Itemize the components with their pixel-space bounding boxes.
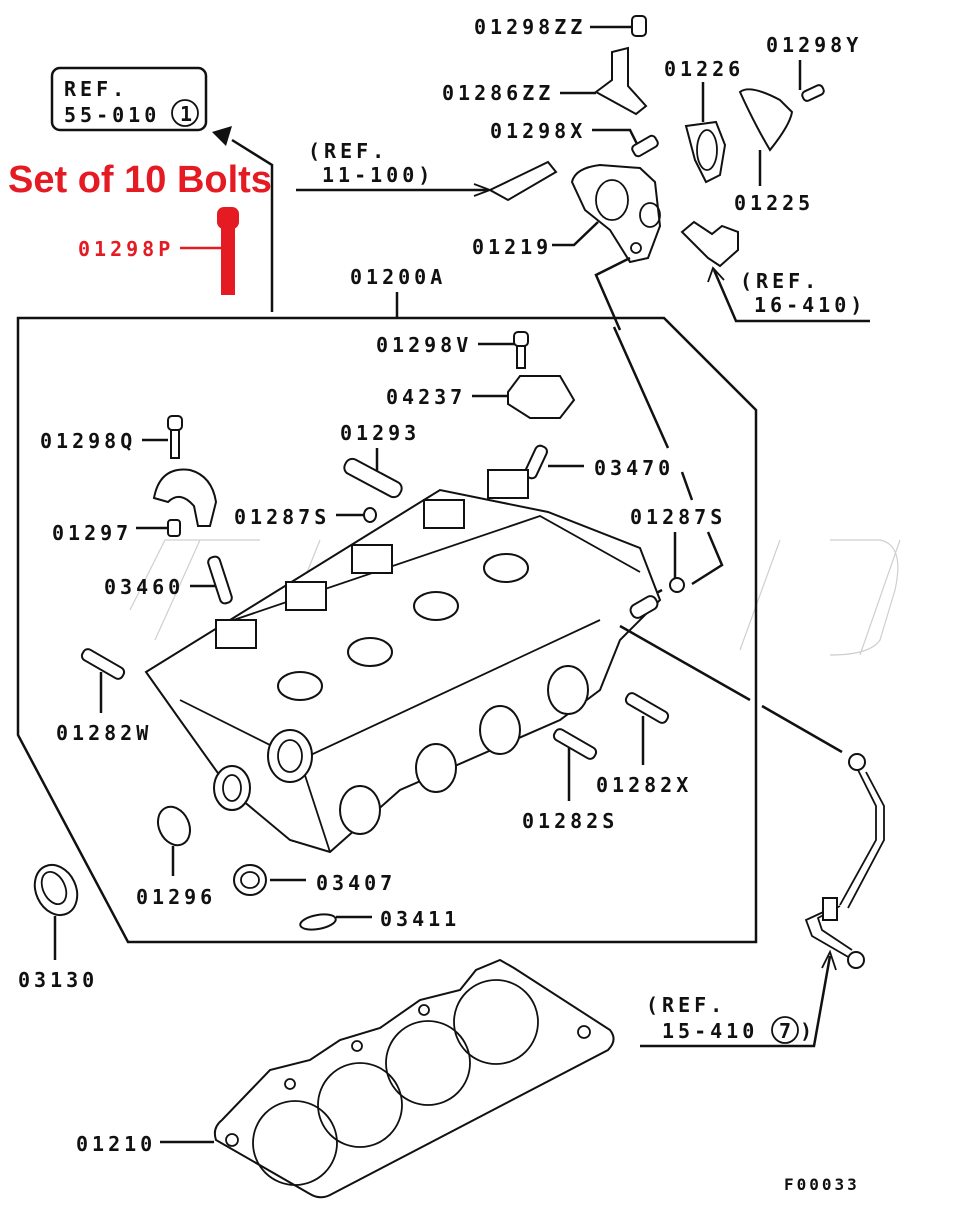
part-label-01226[interactable]: 01226 <box>664 57 744 81</box>
ref-15-410-circled: 7 <box>779 1019 791 1043</box>
bolt-head-icon <box>217 207 239 229</box>
part-label-01282S[interactable]: 01282S <box>522 809 618 833</box>
ref-11-100-line1: (REF. <box>308 139 388 163</box>
ref-16-410-line2: 16-410) <box>754 293 866 317</box>
part-label-03460[interactable]: 03460 <box>104 575 184 599</box>
figure-code: F00033 <box>784 1175 860 1194</box>
part-label-01282X[interactable]: 01282X <box>596 773 692 797</box>
bolt-icon <box>167 415 183 431</box>
part-label-01287S-left[interactable]: 01287S <box>234 505 330 529</box>
stud-icon <box>80 648 126 680</box>
plug-icon <box>669 577 685 593</box>
part-label-01298ZZ[interactable]: 01298ZZ <box>474 15 586 39</box>
part-label-01296[interactable]: 01296 <box>136 885 216 909</box>
cover-plate-icon <box>738 88 794 152</box>
part-label-01200A[interactable]: 01200A <box>350 265 446 289</box>
part-label-01298Y[interactable]: 01298Y <box>766 33 862 57</box>
ref-number: 55-010 <box>64 103 160 127</box>
part-label-01298Q[interactable]: 01298Q <box>40 429 136 453</box>
part-label-01287S-right[interactable]: 01287S <box>630 505 726 529</box>
part-label-03411[interactable]: 03411 <box>380 907 460 931</box>
part-label-01286ZZ[interactable]: 01286ZZ <box>442 81 554 105</box>
thermostat-housing <box>570 163 662 264</box>
stud-icon <box>624 692 670 724</box>
ref-16-410-line1: (REF. <box>740 269 820 293</box>
ref-15-410-line2: 15-410 <box>662 1019 758 1043</box>
part-label-03407[interactable]: 03407 <box>316 871 396 895</box>
oil-pipe-icon <box>804 753 885 969</box>
bolt-shaft-icon <box>221 227 235 295</box>
part-label-01210[interactable]: 01210 <box>76 1132 156 1156</box>
part-label-01219[interactable]: 01219 <box>472 235 552 259</box>
highlight-part-number: 01298P <box>78 237 174 261</box>
ref-box-outline <box>50 66 208 132</box>
hose-icon <box>487 160 558 202</box>
cover-icon <box>507 375 576 419</box>
ref-label: REF. <box>64 77 128 101</box>
oil-seal-icon <box>33 863 79 917</box>
ref-circled-number: 1 <box>180 102 192 126</box>
seal-icon <box>299 913 337 931</box>
oil-seal-icon <box>233 864 267 896</box>
highlight-title: Set of 10 Bolts <box>8 159 272 201</box>
arrow-head-icon <box>212 126 232 146</box>
cylinder-head-illustration <box>144 469 662 854</box>
ref-11-100-line2: 11-100) <box>322 163 434 187</box>
plug-icon <box>363 507 377 523</box>
bolt-icon <box>801 84 825 102</box>
stud-icon <box>552 728 598 760</box>
part-label-04237[interactable]: 04237 <box>386 385 466 409</box>
leader-line-ref-55 <box>231 138 274 312</box>
part-label-03470[interactable]: 03470 <box>594 456 674 480</box>
sensor-icon <box>680 220 739 268</box>
part-label-01298V[interactable]: 01298V <box>376 333 472 357</box>
part-label-01225[interactable]: 01225 <box>734 191 814 215</box>
bolt-01298P[interactable]: 01298P <box>78 207 239 295</box>
head-gasket-illustration <box>213 958 615 1199</box>
part-label-01298X[interactable]: 01298X <box>490 119 586 143</box>
pin-icon <box>343 457 403 499</box>
dowel-icon <box>167 519 181 537</box>
assembly-outline <box>16 316 758 944</box>
bolt-icon <box>513 331 529 347</box>
part-label-01293[interactable]: 01293 <box>340 421 420 445</box>
bracket-icon <box>594 46 648 116</box>
ref-15-410-line1: (REF. <box>646 993 726 1017</box>
part-label-01297[interactable]: 01297 <box>52 521 132 545</box>
cam-cap-icon <box>152 468 218 527</box>
bolt-icon <box>631 134 659 158</box>
bolt-icon <box>631 15 647 37</box>
part-label-03130[interactable]: 03130 <box>18 968 98 992</box>
circled-number-icon <box>771 1016 799 1044</box>
ref-15-410-close: ) <box>800 1019 812 1043</box>
part-label-01282W[interactable]: 01282W <box>56 721 152 745</box>
circled-number-icon <box>171 99 199 127</box>
ref-55-010-box[interactable]: REF. 55-010 1 <box>50 66 208 132</box>
pin-icon <box>207 555 233 605</box>
plug-cap-icon <box>156 805 192 847</box>
